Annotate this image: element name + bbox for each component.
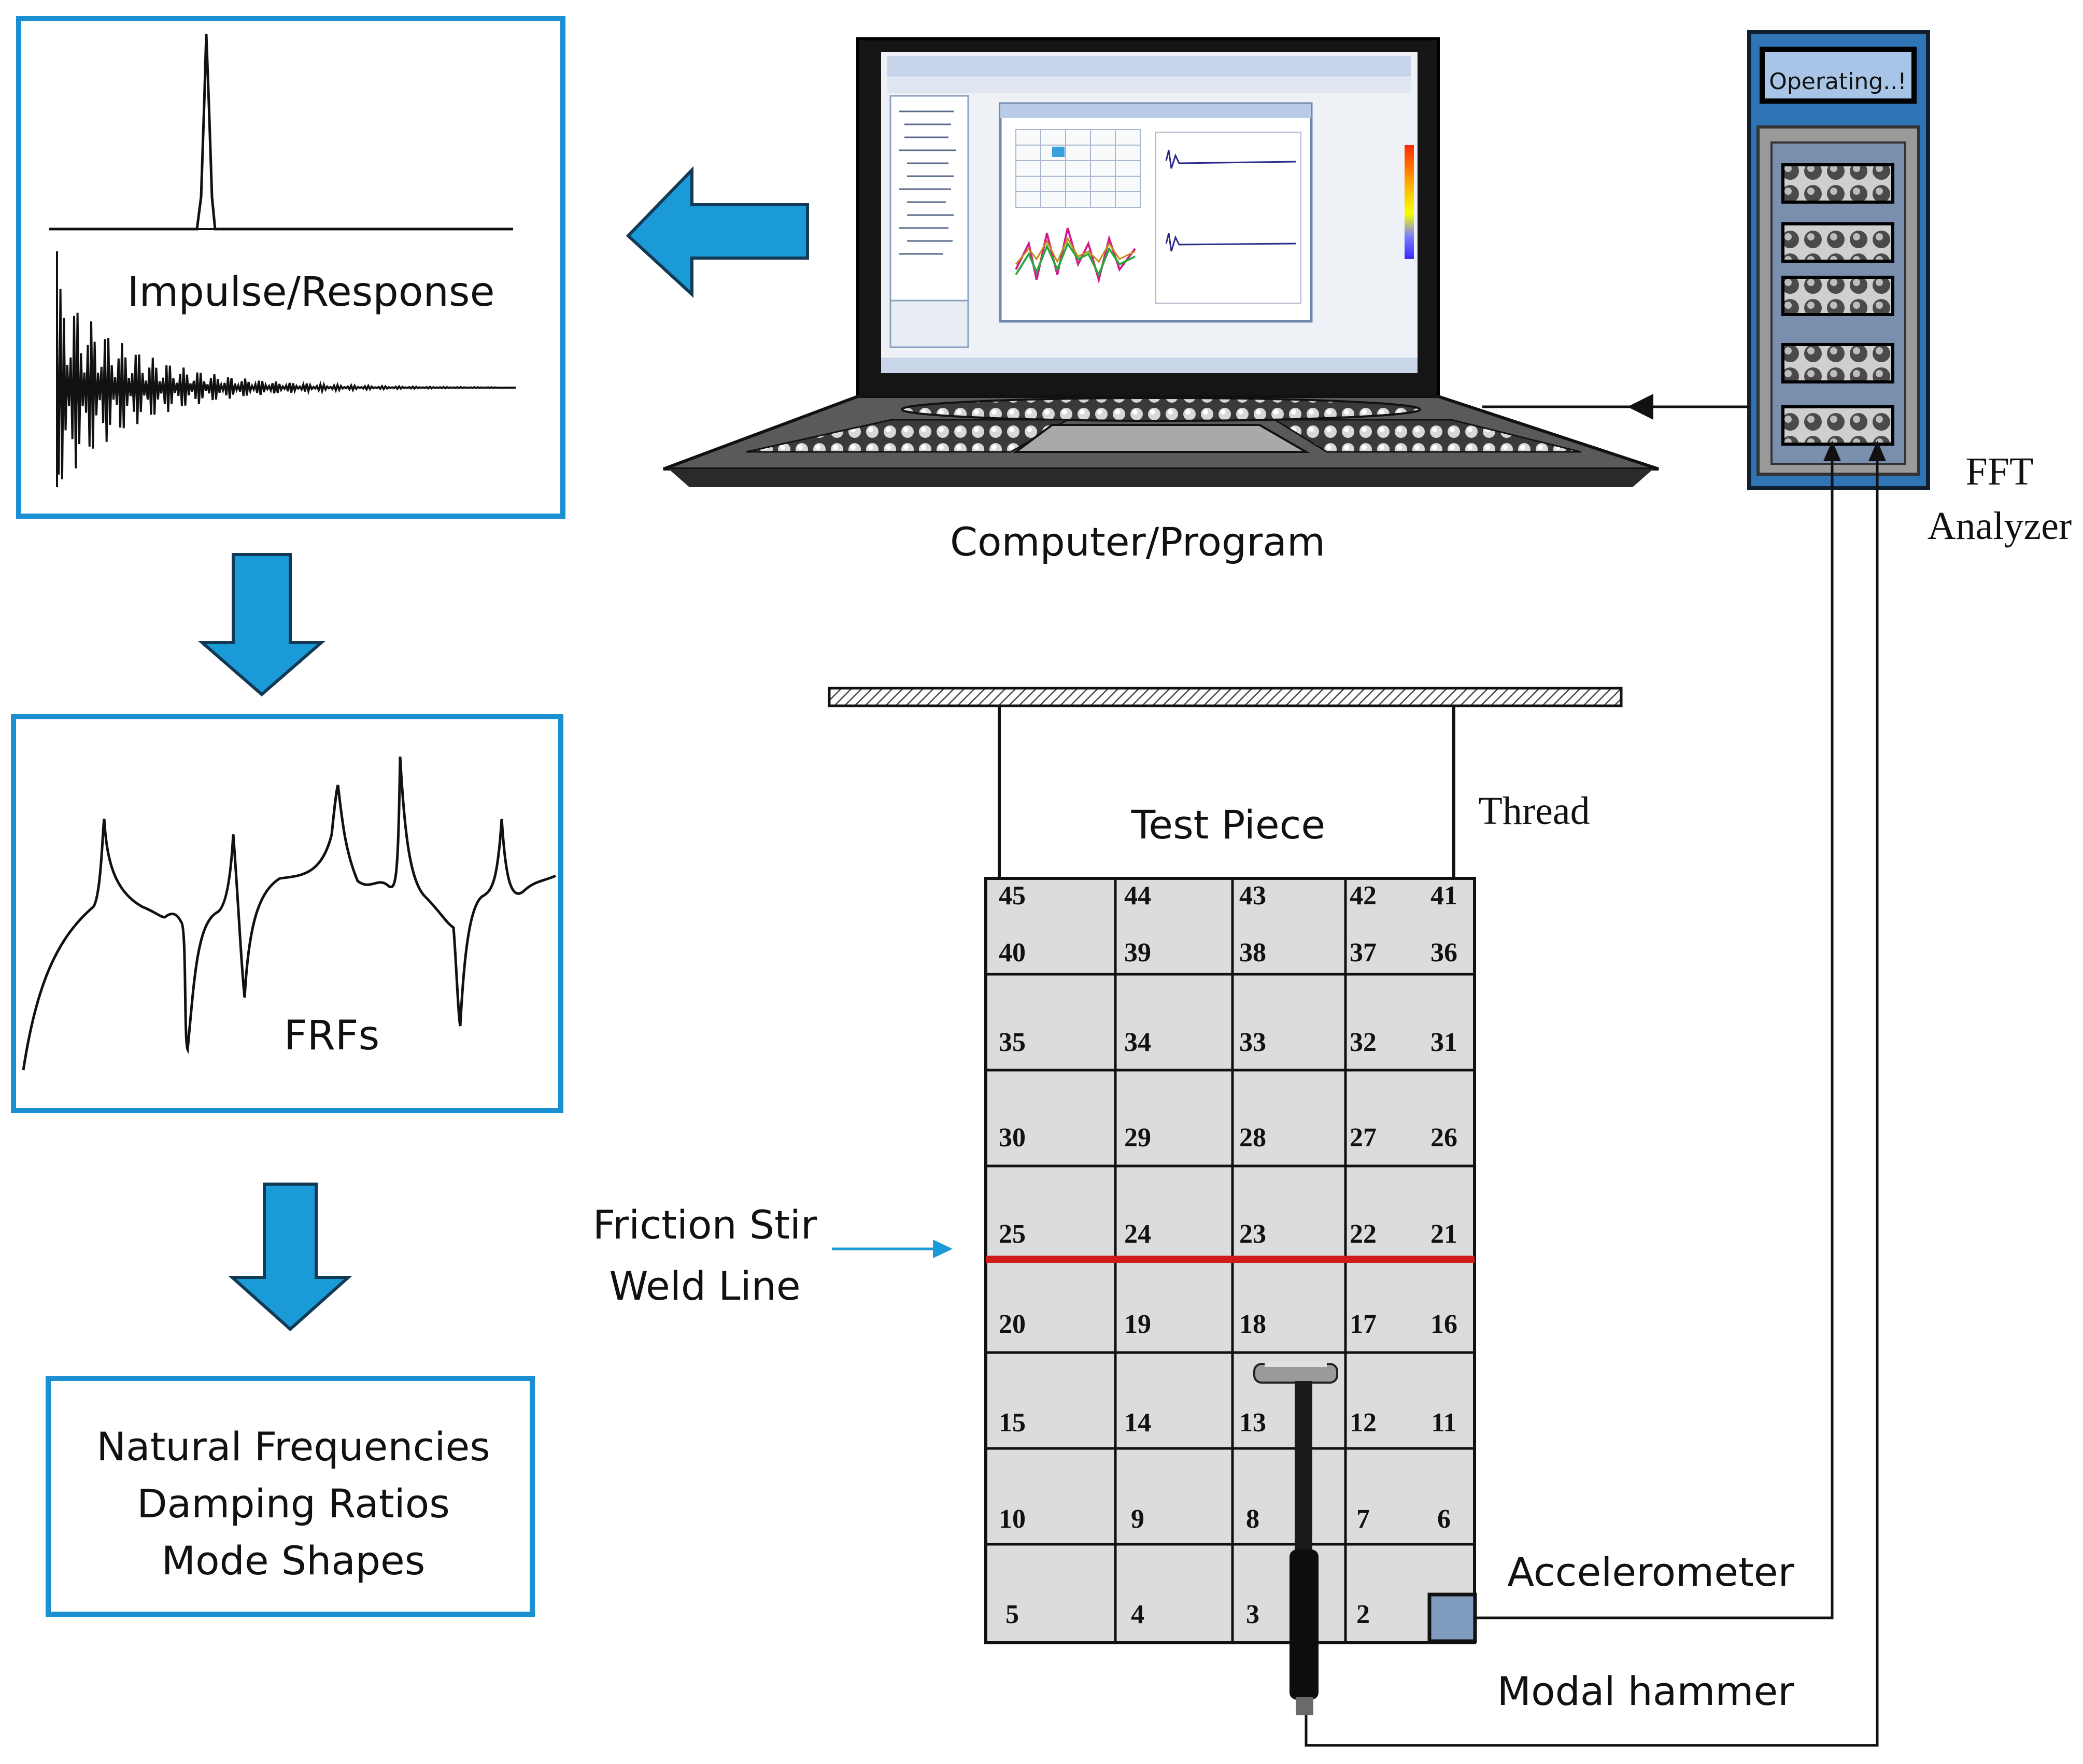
analyzer-knob-row — [1781, 405, 1894, 446]
grid-point-label: 15 — [999, 1408, 1026, 1438]
result-natural-frequencies: Natural Frequencies — [96, 1424, 490, 1470]
impulse-response-label: Impulse/Response — [127, 269, 494, 316]
grid-point-label: 38 — [1239, 938, 1266, 968]
grid-point-label: 12 — [1350, 1408, 1377, 1438]
grid-point-label: 44 — [1124, 881, 1151, 911]
hammer-cable-arrow — [1868, 440, 1886, 461]
grid-point-label: 3 — [1246, 1600, 1259, 1629]
grid-point-label: 35 — [999, 1028, 1026, 1057]
down-arrow-2 — [228, 1183, 352, 1332]
grid-point-label: 23 — [1239, 1219, 1266, 1249]
grid-point-label: 8 — [1246, 1504, 1259, 1534]
grid-point-label: 17 — [1350, 1310, 1377, 1339]
weld-label-line1: Friction Stir — [593, 1202, 817, 1248]
hammer-label: Modal hammer — [1497, 1668, 1795, 1714]
grid-point-label: 16 — [1430, 1310, 1457, 1339]
impulse-response-panel: Impulse/Response — [16, 16, 565, 519]
frf-curve — [22, 756, 557, 1071]
grid-point-label: 36 — [1430, 938, 1457, 968]
thread-label: Thread — [1478, 789, 1590, 833]
analyzer-knob-row — [1781, 276, 1894, 316]
weld-pointer-head — [933, 1240, 953, 1258]
modal-hammer — [1253, 1362, 1338, 1715]
grid-point-label: 37 — [1350, 938, 1377, 968]
grid-point-label: 11 — [1431, 1408, 1456, 1438]
analyzer-label-line1: FFT — [1966, 450, 2034, 493]
grid-point-label: 33 — [1239, 1028, 1266, 1057]
grid-point-label: 29 — [1124, 1123, 1151, 1153]
grid-point-label: 34 — [1124, 1028, 1151, 1057]
result-damping-ratios: Damping Ratios — [137, 1481, 450, 1527]
grid-point-label: 13 — [1239, 1408, 1266, 1438]
frf-panel: FRFs — [11, 714, 563, 1113]
response-decay-trace — [56, 289, 516, 479]
grid-point-label: 10 — [999, 1504, 1026, 1534]
grid-point-label: 32 — [1350, 1028, 1377, 1057]
impulse-trace — [49, 34, 513, 231]
grid-point-label: 45 — [999, 881, 1026, 911]
down-arrow-1 — [197, 553, 326, 696]
grid-point-label: 22 — [1350, 1219, 1377, 1249]
result-mode-shapes: Mode Shapes — [162, 1538, 426, 1584]
grid-point-label: 5 — [1005, 1600, 1019, 1629]
grid-point-label: 21 — [1430, 1219, 1457, 1249]
analyzer-knob-row — [1781, 343, 1894, 383]
grid-point-label: 4 — [1131, 1600, 1144, 1629]
frf-label: FRFs — [284, 1013, 380, 1059]
hammer-cable — [1305, 446, 1879, 1747]
grid-point-label: 26 — [1430, 1123, 1457, 1153]
analyzer-knob-row — [1781, 163, 1894, 204]
grid-point-label: 2 — [1356, 1600, 1370, 1629]
grid-point-label: 19 — [1124, 1310, 1151, 1339]
grid-point-label: 27 — [1350, 1123, 1377, 1153]
grid-point-label: 40 — [999, 938, 1026, 968]
ceiling-support — [828, 687, 1623, 707]
analyzer-knob-row — [1781, 222, 1894, 263]
accelerometer-cable-arrow — [1823, 440, 1841, 461]
grid-point-label: 42 — [1350, 881, 1377, 911]
grid-point-label: 20 — [999, 1310, 1026, 1339]
test-piece-label: Test Piece — [1131, 802, 1325, 848]
results-panel: Natural Frequencies Damping Ratios Mode … — [46, 1376, 535, 1617]
grid-point-label: 41 — [1430, 881, 1457, 911]
accelerometer-cable — [1475, 446, 1834, 1619]
grid-point-label: 9 — [1131, 1504, 1144, 1534]
grid-point-label: 28 — [1239, 1123, 1266, 1153]
left-arrow-to-results — [626, 166, 809, 298]
accelerometer — [1427, 1592, 1477, 1643]
grid-point-label: 25 — [999, 1219, 1026, 1249]
grid-point-label: 7 — [1356, 1504, 1370, 1534]
grid-point-label: 24 — [1124, 1219, 1151, 1249]
grid-point-label: 6 — [1437, 1504, 1451, 1534]
grid-point-label: 14 — [1124, 1408, 1151, 1438]
laptop: Computer/Program — [662, 37, 1659, 565]
accelerometer-label: Accelerometer — [1507, 1549, 1794, 1595]
grid-point-label: 31 — [1430, 1028, 1457, 1057]
grid-point-label: 39 — [1124, 938, 1151, 968]
computer-label: Computer/Program — [950, 519, 1325, 565]
fft-analyzer: Operating..! FFT Analyzer — [1747, 30, 2072, 548]
analyzer-label-line2: Analyzer — [1928, 504, 2072, 548]
weld-label-line2: Weld Line — [609, 1263, 800, 1309]
grid-point-label: 30 — [999, 1123, 1026, 1153]
grid-point-label: 18 — [1239, 1310, 1266, 1339]
analyzer-screen-text: Operating..! — [1769, 68, 1907, 95]
grid-point-label: 43 — [1239, 881, 1266, 911]
